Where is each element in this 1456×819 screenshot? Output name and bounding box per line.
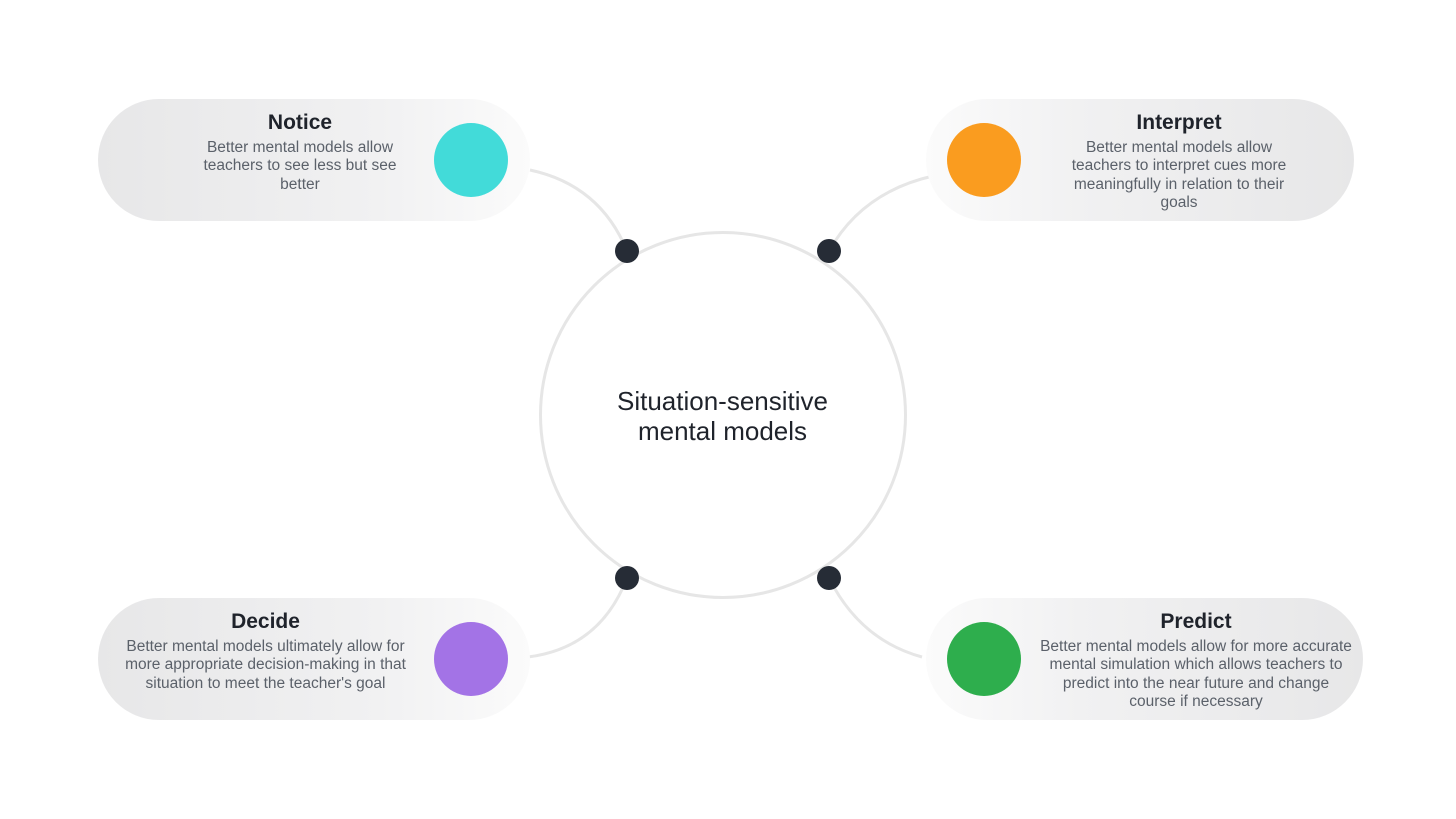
connector-interpret <box>827 174 934 252</box>
interpret-description: Better mental models allow teachers to i… <box>1071 139 1287 211</box>
predict-color-dot <box>947 622 1021 696</box>
decide-description: Better mental models ultimately allow fo… <box>125 638 406 692</box>
node-top-right <box>817 239 841 263</box>
predict-description: Better mental models allow for more accu… <box>1040 638 1352 710</box>
decide-color-dot <box>434 622 508 696</box>
connector-notice <box>529 168 629 252</box>
connector-decide <box>527 577 629 659</box>
decide-text: Decide Better mental models ultimately a… <box>118 609 413 693</box>
notice-title: Notice <box>267 111 333 134</box>
central-label: Situation-sensitive mental models <box>580 386 865 446</box>
predict-title: Predict <box>1160 610 1232 633</box>
interpret-title: Interpret <box>1136 111 1222 134</box>
notice-text: Notice Better mental models allow teache… <box>190 110 410 194</box>
central-label-text: Situation-sensitive mental models <box>617 386 828 446</box>
central-circle <box>539 231 907 599</box>
node-bottom-right <box>817 566 841 590</box>
connector-predict <box>827 577 923 659</box>
node-bottom-left <box>615 566 639 590</box>
node-top-left <box>615 239 639 263</box>
decide-title: Decide <box>231 610 300 633</box>
predict-text: Predict Better mental models allow for m… <box>1040 609 1352 711</box>
interpret-text: Interpret Better mental models allow tea… <box>1056 110 1302 212</box>
notice-description: Better mental models allow teachers to s… <box>203 139 397 193</box>
notice-color-dot <box>434 123 508 197</box>
interpret-color-dot <box>947 123 1021 197</box>
